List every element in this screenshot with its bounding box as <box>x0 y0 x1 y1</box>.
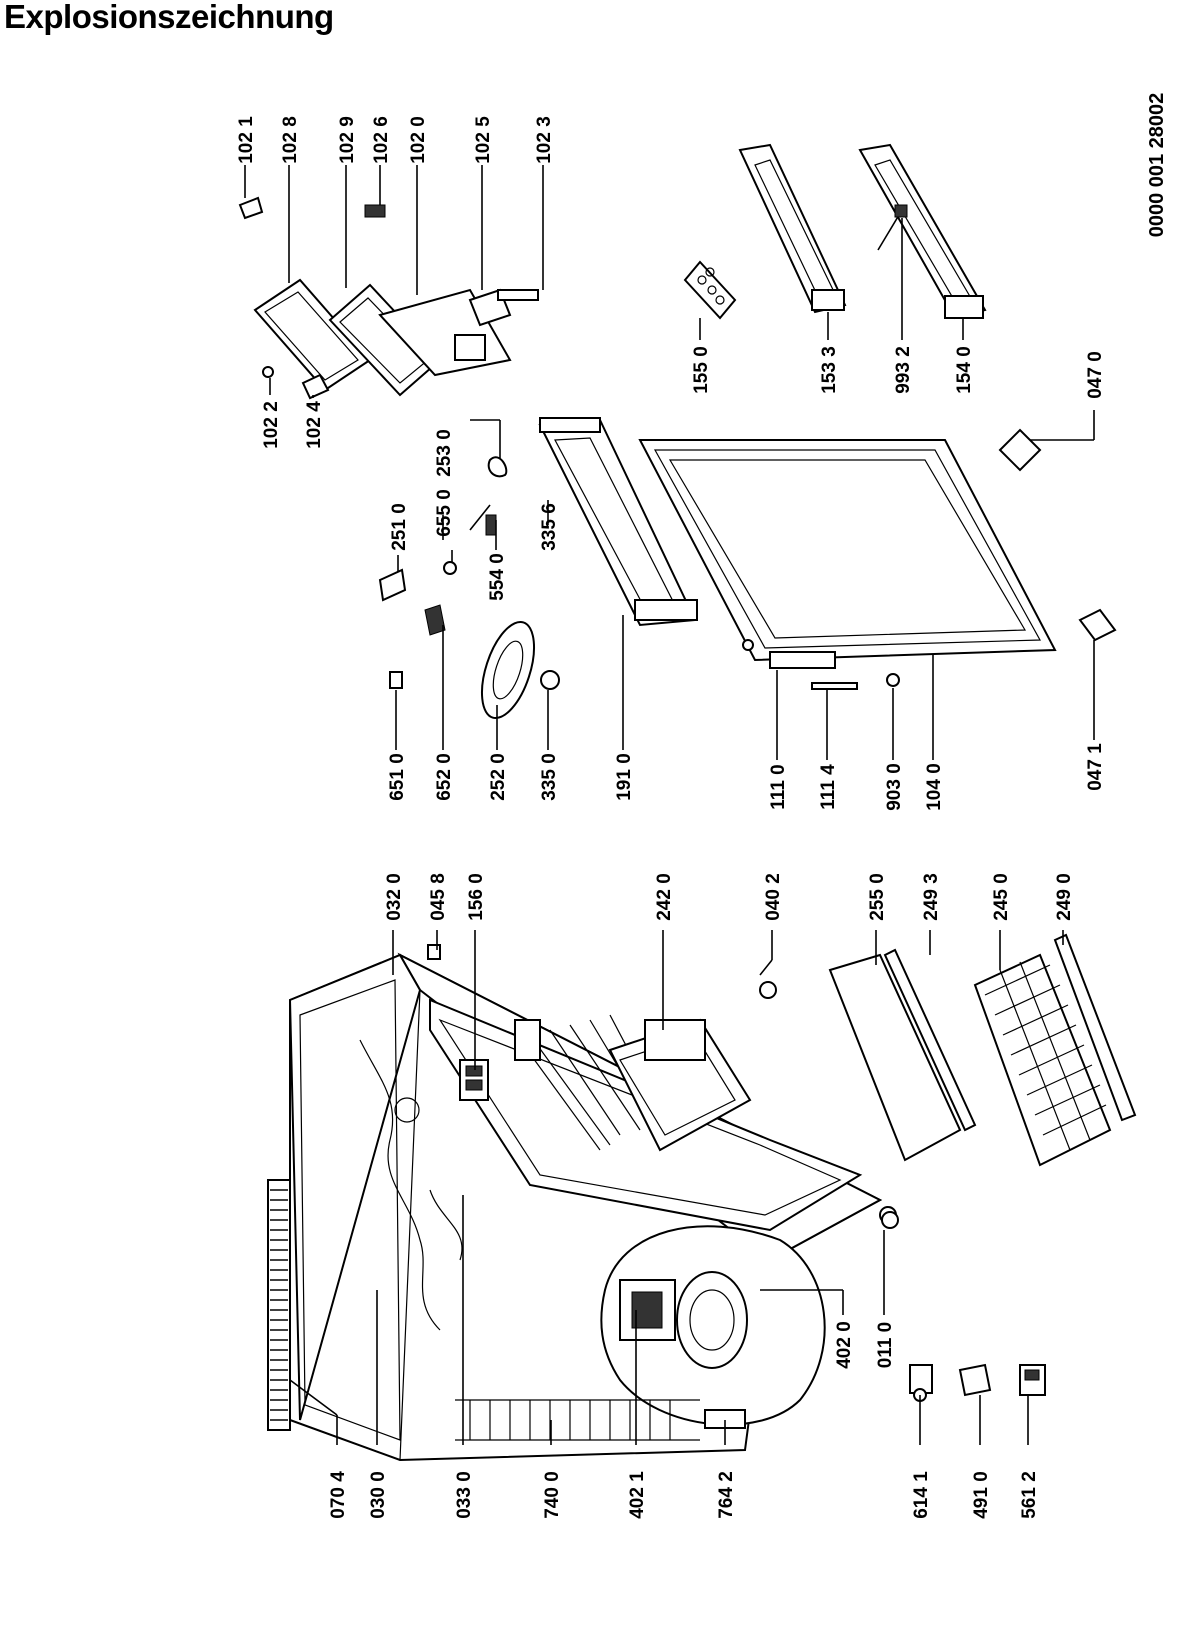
part-label-1040: 104 0 <box>924 763 945 811</box>
part-label-1024: 102 4 <box>304 401 325 449</box>
part-label-5540: 554 0 <box>487 553 508 601</box>
part-label-9932: 993 2 <box>893 346 914 394</box>
part-label-0300: 030 0 <box>368 1471 389 1519</box>
thermostat-part <box>424 604 446 636</box>
shelf-trim <box>883 948 977 1132</box>
part-label-1540: 154 0 <box>954 346 975 394</box>
part-label-2420: 242 0 <box>654 873 675 921</box>
part-label-1110: 111 0 <box>768 764 789 809</box>
part-label-1029: 102 9 <box>337 116 358 164</box>
part-label-2490: 249 0 <box>1054 873 1075 921</box>
door-shelf-lower <box>858 143 987 320</box>
capacitor-part <box>1019 1364 1046 1396</box>
part-label-1533: 153 3 <box>819 346 840 394</box>
part-label-4020: 402 0 <box>834 1321 855 1369</box>
freezer-hinge-part <box>364 204 386 218</box>
part-label-1025: 102 5 <box>473 116 494 164</box>
part-label-1021: 102 1 <box>236 116 257 164</box>
part-label-2450: 245 0 <box>991 873 1012 921</box>
upper-hinge <box>998 428 1042 472</box>
freezer-hinge-pin <box>497 289 539 301</box>
part-label-3356: 335 6 <box>539 503 560 551</box>
leader-lines <box>244 165 1095 1445</box>
part-label-0110: 011 0 <box>875 1322 896 1369</box>
part-label-1560: 156 0 <box>466 873 487 921</box>
glass-shelf <box>828 953 962 1162</box>
document-number: 0000 001 28002 <box>1146 93 1168 238</box>
lower-hinge <box>1078 608 1117 642</box>
part-label-2493: 249 3 <box>921 873 942 921</box>
wire-shelf <box>973 953 1112 1167</box>
thermostat-knob <box>540 670 560 690</box>
part-label-6520: 652 0 <box>434 753 455 801</box>
part-label-1910: 191 0 <box>614 753 635 801</box>
fridge-cabinet <box>267 944 897 1462</box>
sensor-clip-part <box>443 561 457 575</box>
part-label-1028: 102 8 <box>280 116 301 164</box>
start-relay-part <box>909 1364 933 1402</box>
freezer-cover-plate <box>301 373 330 400</box>
part-label-2520: 252 0 <box>488 753 509 801</box>
leveling-foot-part <box>881 1211 899 1229</box>
part-label-0471: 047 1 <box>1085 743 1106 791</box>
part-label-9030: 903 0 <box>884 763 905 811</box>
part-label-1020: 102 0 <box>408 116 429 164</box>
control-housing <box>480 620 536 720</box>
door-shelf-upper <box>738 143 847 314</box>
door-handle <box>769 651 836 669</box>
part-label-6510: 651 0 <box>387 753 408 801</box>
part-label-7642: 764 2 <box>716 1471 737 1519</box>
part-label-6550: 655 0 <box>434 489 455 537</box>
switch-part <box>469 504 497 536</box>
page-title: Explosionszeichnung <box>4 0 334 35</box>
part-label-0402: 040 2 <box>763 873 784 921</box>
part-label-2510: 251 0 <box>389 503 410 551</box>
lamp-holder-part <box>389 671 403 689</box>
handle-cover <box>811 682 858 690</box>
freezer-latch <box>238 196 264 220</box>
part-label-2550: 255 0 <box>867 873 888 921</box>
part-label-0470: 047 0 <box>1085 351 1106 399</box>
part-label-5612: 561 2 <box>1019 1471 1040 1519</box>
egg-tray <box>683 260 737 320</box>
part-label-0458: 045 8 <box>428 873 449 921</box>
part-label-7400: 740 0 <box>542 1471 563 1519</box>
door-panel <box>638 439 1057 662</box>
part-label-1022: 102 2 <box>261 401 282 449</box>
part-label-0320: 032 0 <box>384 873 405 921</box>
door-frame <box>538 417 698 627</box>
part-label-3350: 335 0 <box>539 753 560 801</box>
relay-cover-part <box>958 1363 992 1397</box>
part-label-1026: 102 6 <box>371 116 392 164</box>
part-label-0704: 070 4 <box>328 1471 349 1519</box>
shelf-divider <box>877 204 908 251</box>
part-label-2530: 253 0 <box>434 429 455 477</box>
part-number-labels: 070 4 030 0 033 0 740 0 402 1 764 2 614 … <box>236 116 1106 1519</box>
part-label-1550: 155 0 <box>691 346 712 394</box>
cable-clip-part <box>487 456 508 478</box>
part-label-1023: 102 3 <box>534 116 555 164</box>
freezer-screw <box>262 366 274 378</box>
part-label-4021: 402 1 <box>627 1471 648 1519</box>
lamp-cover-part <box>378 568 407 602</box>
part-label-6141: 614 1 <box>911 1471 932 1519</box>
part-label-1114: 111 4 <box>818 764 839 810</box>
part-label-0330: 033 0 <box>454 1471 475 1519</box>
part-label-4910: 491 0 <box>971 1471 992 1519</box>
screw-part <box>886 673 900 687</box>
